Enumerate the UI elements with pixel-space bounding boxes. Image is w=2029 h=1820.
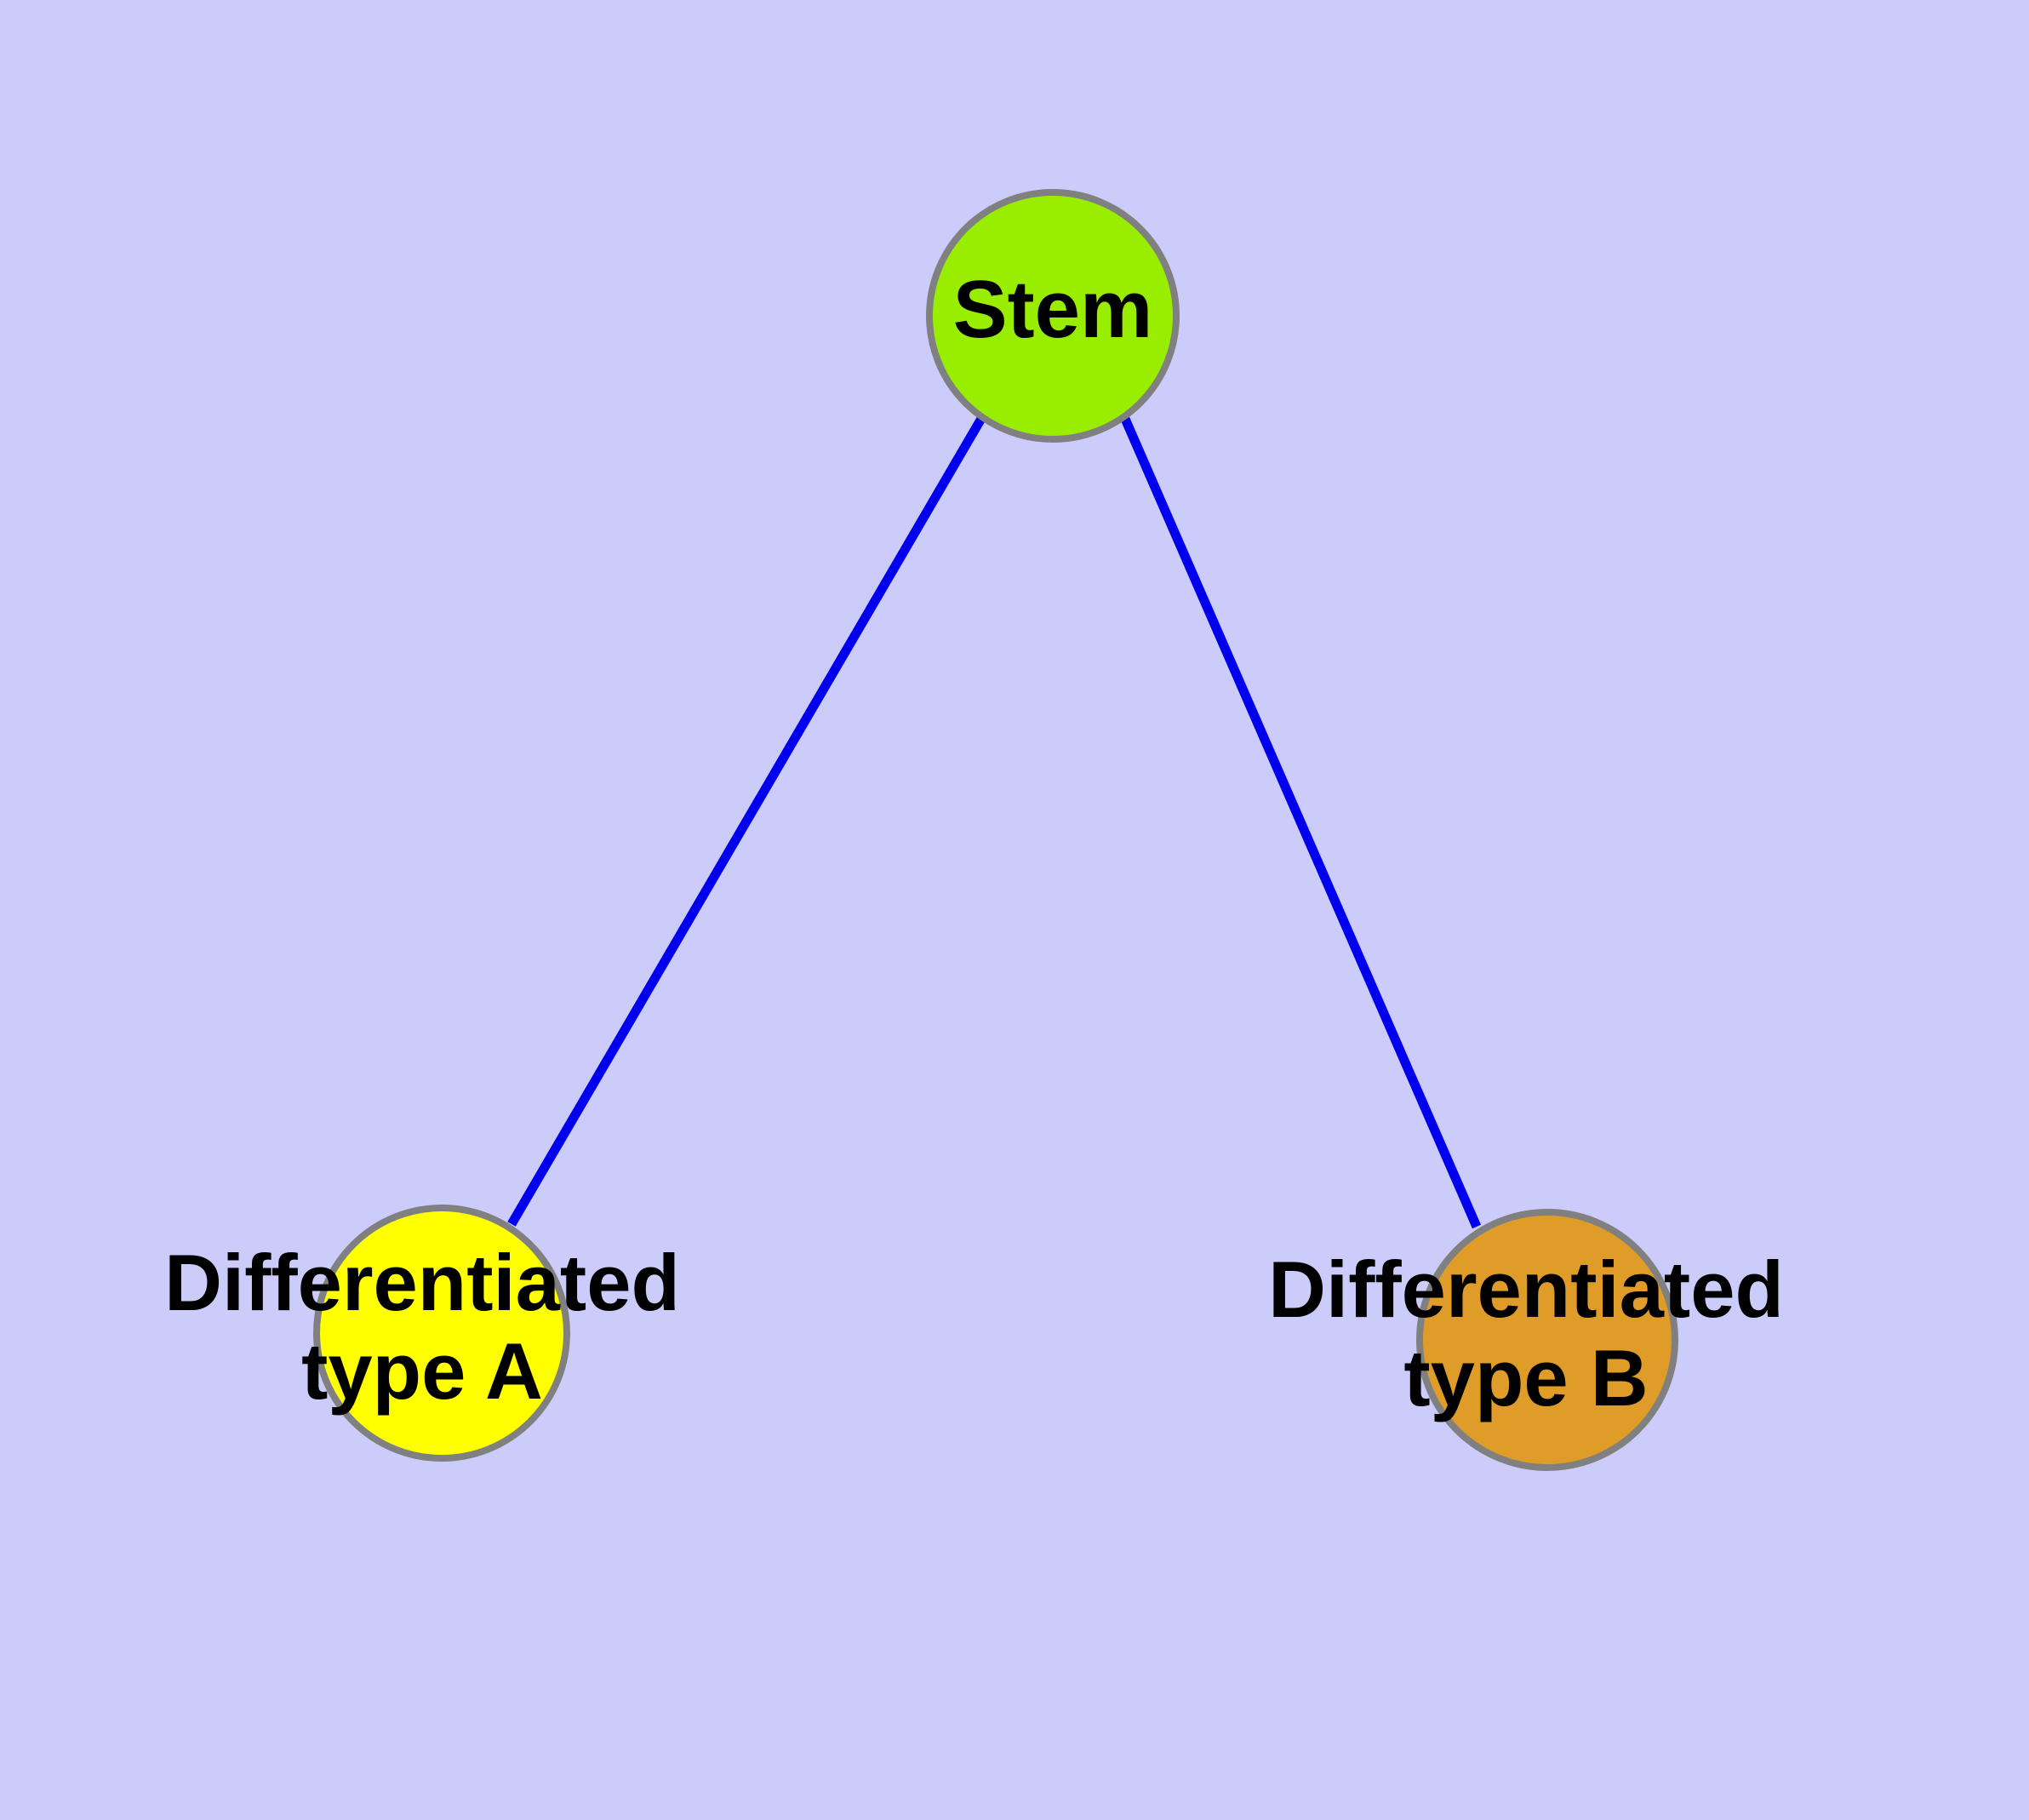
edge-stem-diff-b[interactable] [1120, 416, 1482, 1229]
node-differentiated-type-b-circle[interactable] [1416, 1209, 1678, 1471]
node-stem-label: Stem [953, 264, 1153, 355]
node-differentiated-type-a-label-line-1: Differentiated [164, 1238, 680, 1327]
node-differentiated-type-b-label-line-1: Differentiated [1268, 1245, 1784, 1334]
node-differentiated-type-b-label-line-2: type B [1403, 1333, 1648, 1422]
node-differentiated-type-a-circle[interactable] [313, 1205, 570, 1462]
edge-layer [507, 415, 1482, 1229]
node-stem-circle[interactable] [926, 189, 1180, 443]
node-differentiated-type-a-label-line-2: type A [301, 1326, 543, 1416]
edge-stem-diff-a[interactable] [507, 415, 986, 1227]
node-stem[interactable]: Stem [926, 189, 1180, 443]
node-stem-label-line-1: Stem [953, 264, 1153, 355]
